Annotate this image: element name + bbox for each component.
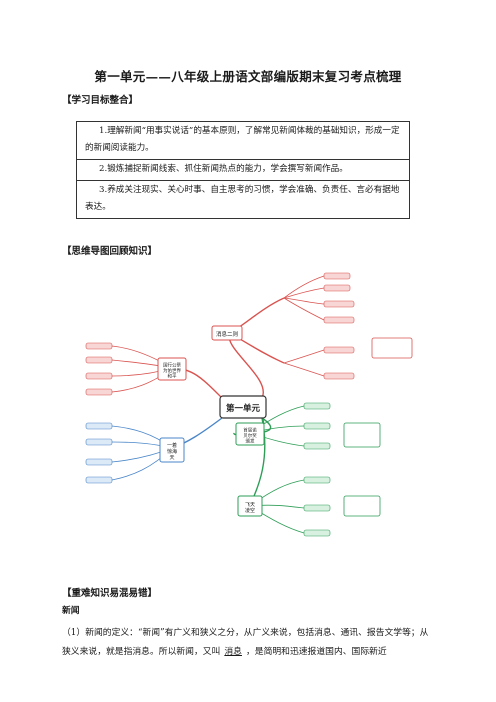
goal-cell: 3.养成关注现实、关心时事、自主思考的习惯，学会准确、负责任、言必有据地表达。 xyxy=(76,180,410,219)
table-row: 2.锻炼捕捉新闻线索、抓住新闻热点的能力，学会撰写新闻作品。 xyxy=(76,159,410,181)
paragraph-prefix: （1）新闻的定义： xyxy=(62,628,138,638)
paragraph-body-a: “新闻”有广义和狭义之分，从广义来说，包括消息、通讯、报告文学等；从狭义来说，就… xyxy=(62,628,429,657)
definition-paragraph: （1）新闻的定义：“新闻”有广义和狭义之分，从广义来说，包括消息、通讯、报告文学… xyxy=(62,624,436,662)
table-row: 1.理解新闻“用事实说话”的基本原则，了解常见新闻体裁的基础知识，形成一定的新闻… xyxy=(76,121,410,160)
mindmap-branch-label: 一着惊海天 xyxy=(167,442,177,461)
mind-map-diagram: 第一单元 消息二则 国行公祭为佑世界和平 一着惊海天 首届诺贝尔奖颁发 飞天凌空 xyxy=(85,272,413,537)
news-subtitle: 新闻 xyxy=(62,606,80,616)
mindmap-branch-label: 飞天凌空 xyxy=(245,502,255,514)
fill-in-blank: 消息 xyxy=(224,647,242,657)
learning-goals-table: 1.理解新闻“用事实说话”的基本原则，了解常见新闻体裁的基础知识，形成一定的新闻… xyxy=(76,121,410,219)
page-title: 第一单元——八年级上册语文部编版期末复习考点梳理 xyxy=(94,69,402,84)
mindmap-center-label: 第一单元 xyxy=(226,403,261,414)
mindmap-branch-label: 消息二则 xyxy=(216,330,238,338)
mindmap-branch-label: 首届诺贝尔奖颁发 xyxy=(243,427,257,445)
section-heading-mindmap: 【思维导图回顾知识】 xyxy=(62,246,158,257)
goal-cell: 2.锻炼捕捉新闻线索、抓住新闻热点的能力，学会撰写新闻作品。 xyxy=(76,159,410,181)
table-row: 3.养成关注现实、关心时事、自主思考的习惯，学会准确、负责任、言必有据地表达。 xyxy=(76,180,410,219)
goal-cell: 1.理解新闻“用事实说话”的基本原则，了解常见新闻体裁的基础知识，形成一定的新闻… xyxy=(76,121,410,160)
paragraph-body-b: ，是简明和迅速报道国内、国际新近 xyxy=(245,647,387,657)
mindmap-branch-label: 国行公祭为佑世界和平 xyxy=(163,362,181,380)
section-heading-goals: 【学习目标整合】 xyxy=(62,95,139,106)
section-heading-keypoints: 【重难知识易混易错】 xyxy=(62,588,158,599)
